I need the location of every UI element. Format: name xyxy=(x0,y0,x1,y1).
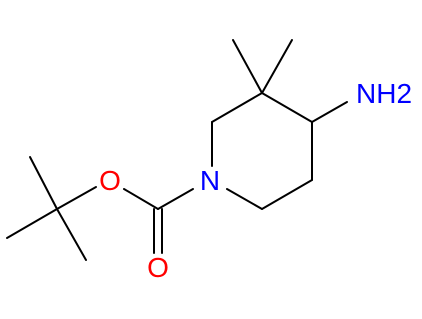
bond-tbutyl-oxygen xyxy=(56,186,97,210)
amine-label: NH2 xyxy=(356,78,412,109)
bond-c3-c4 xyxy=(261,92,313,123)
bond-tbutyl-methyl-bottom xyxy=(56,208,87,261)
bond-carbonyl-nitrogen xyxy=(157,188,194,210)
bond-c6-n xyxy=(226,188,263,210)
tert-butyl-group xyxy=(6,156,97,261)
substituents xyxy=(232,39,348,123)
bond-c4-amine xyxy=(311,101,348,123)
bond-c3-methyl-right xyxy=(261,39,293,94)
piperidine-ring xyxy=(211,92,313,210)
bond-c3-methyl-left xyxy=(232,39,263,94)
bond-c2-c3 xyxy=(211,92,263,123)
bond-c5-c6 xyxy=(261,179,313,210)
carbonyl-oxygen-label: O xyxy=(147,252,169,283)
ring-nitrogen-label: N xyxy=(200,165,220,196)
bond-tbutyl-methyl-top xyxy=(29,156,58,210)
bond-tbutyl-methyl-left xyxy=(6,208,58,239)
ester-oxygen-label: O xyxy=(99,165,121,196)
carbamate-group xyxy=(123,188,194,254)
bond-oxygen-carbonyl-carbon xyxy=(123,188,159,210)
